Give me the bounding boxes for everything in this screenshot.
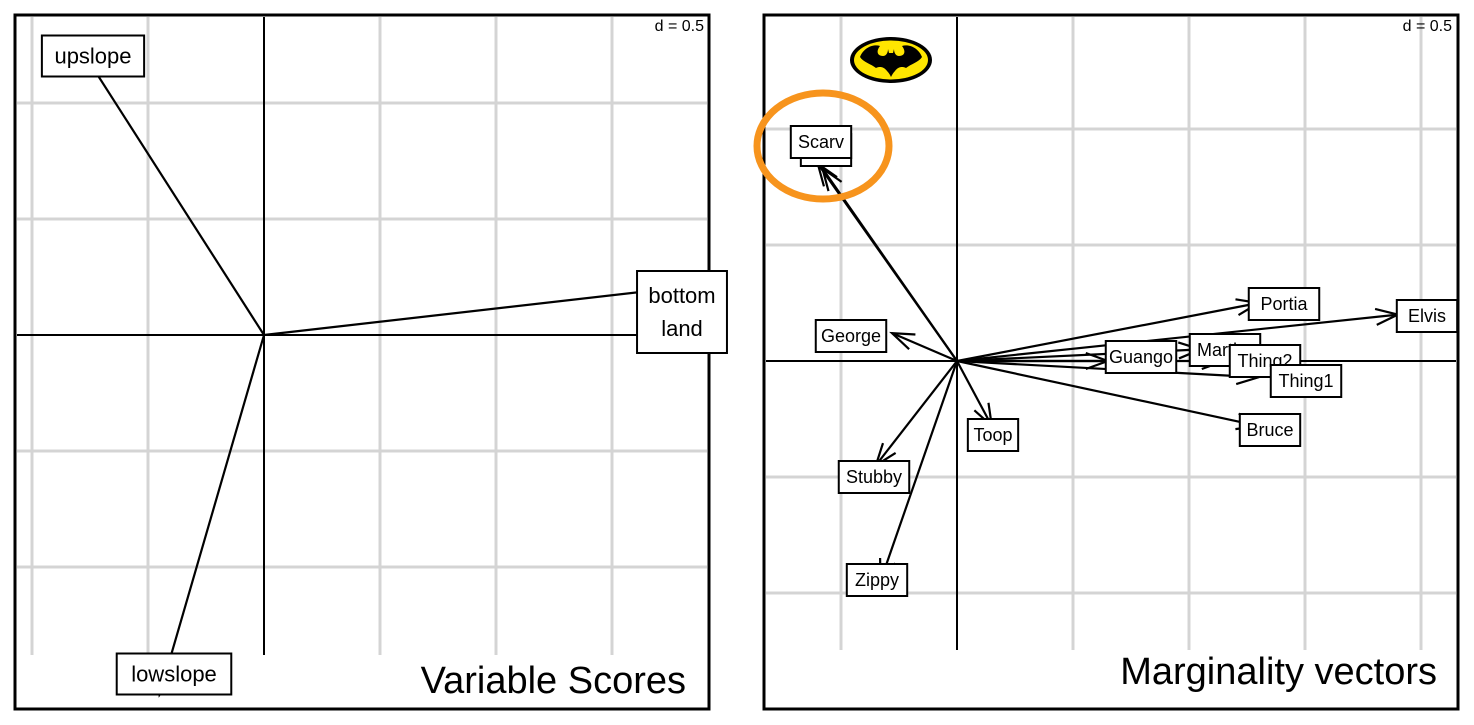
vector-label-elvis: Elvis xyxy=(1395,299,1459,333)
vector-labels: upslope lowslope bottom land xyxy=(40,34,728,696)
scale-label: d = 0.5 xyxy=(1403,18,1452,35)
vector-arrow-george xyxy=(889,331,958,363)
vector-label-thing2: Thing2 xyxy=(1228,344,1302,378)
vector-label-stubby: Stubby xyxy=(837,460,911,494)
vector-label-portia: Portia xyxy=(1247,287,1321,321)
svg-text:Zippy: Zippy xyxy=(855,570,899,590)
svg-text:Portia: Portia xyxy=(1260,294,1308,314)
vector-label-upslope: upslope xyxy=(40,34,146,78)
svg-text:Toop: Toop xyxy=(973,425,1012,445)
vector-label-lowslope: lowslope xyxy=(115,652,233,696)
panel-marginality-vectors: MarvScarvGeorgePortiaElvisMarthaGuangoTh… xyxy=(753,13,1460,711)
vector-label-bruce: Bruce xyxy=(1238,413,1302,447)
scale-label: d = 0.5 xyxy=(655,18,704,35)
svg-text:Elvis: Elvis xyxy=(1408,306,1446,326)
grid-lines xyxy=(17,17,707,655)
vector-arrow-marv xyxy=(820,165,958,362)
svg-text:lowslope: lowslope xyxy=(131,661,217,686)
batman-logo xyxy=(850,37,932,83)
vector-label-toop: Toop xyxy=(966,418,1020,452)
svg-text:Thing1: Thing1 xyxy=(1278,371,1333,391)
svg-text:Guango: Guango xyxy=(1109,347,1173,367)
vector-label-zippy: Zippy xyxy=(845,563,909,597)
panel-title: Marginality vectors xyxy=(1120,651,1437,693)
panel-frame xyxy=(13,13,711,711)
svg-text:upslope: upslope xyxy=(54,43,131,68)
title-backdrop xyxy=(1070,650,1455,707)
svg-text:Stubby: Stubby xyxy=(846,467,902,487)
svg-text:George: George xyxy=(821,326,881,346)
vector-label-scarv: Scarv xyxy=(789,125,853,159)
svg-text:bottom: bottom xyxy=(648,283,715,308)
vector-labels: MarvScarvGeorgePortiaElvisMarthaGuangoTh… xyxy=(789,125,1459,597)
panel-variable-scores: upslope lowslope bottom land d = 0.5 Variab… xyxy=(13,13,728,711)
vector-label-george: George xyxy=(814,319,888,353)
vector-label-bottom-land: bottom land xyxy=(636,270,728,354)
svg-text:Bruce: Bruce xyxy=(1246,420,1293,440)
title-backdrop xyxy=(380,656,706,706)
highlight-circle xyxy=(753,89,893,203)
vector-label-guango: Guango xyxy=(1104,340,1178,374)
svg-text:Scarv: Scarv xyxy=(798,132,844,152)
vector-label-thing1: Thing1 xyxy=(1269,364,1343,398)
svg-text:land: land xyxy=(661,316,703,341)
panel-title: Variable Scores xyxy=(421,660,686,702)
